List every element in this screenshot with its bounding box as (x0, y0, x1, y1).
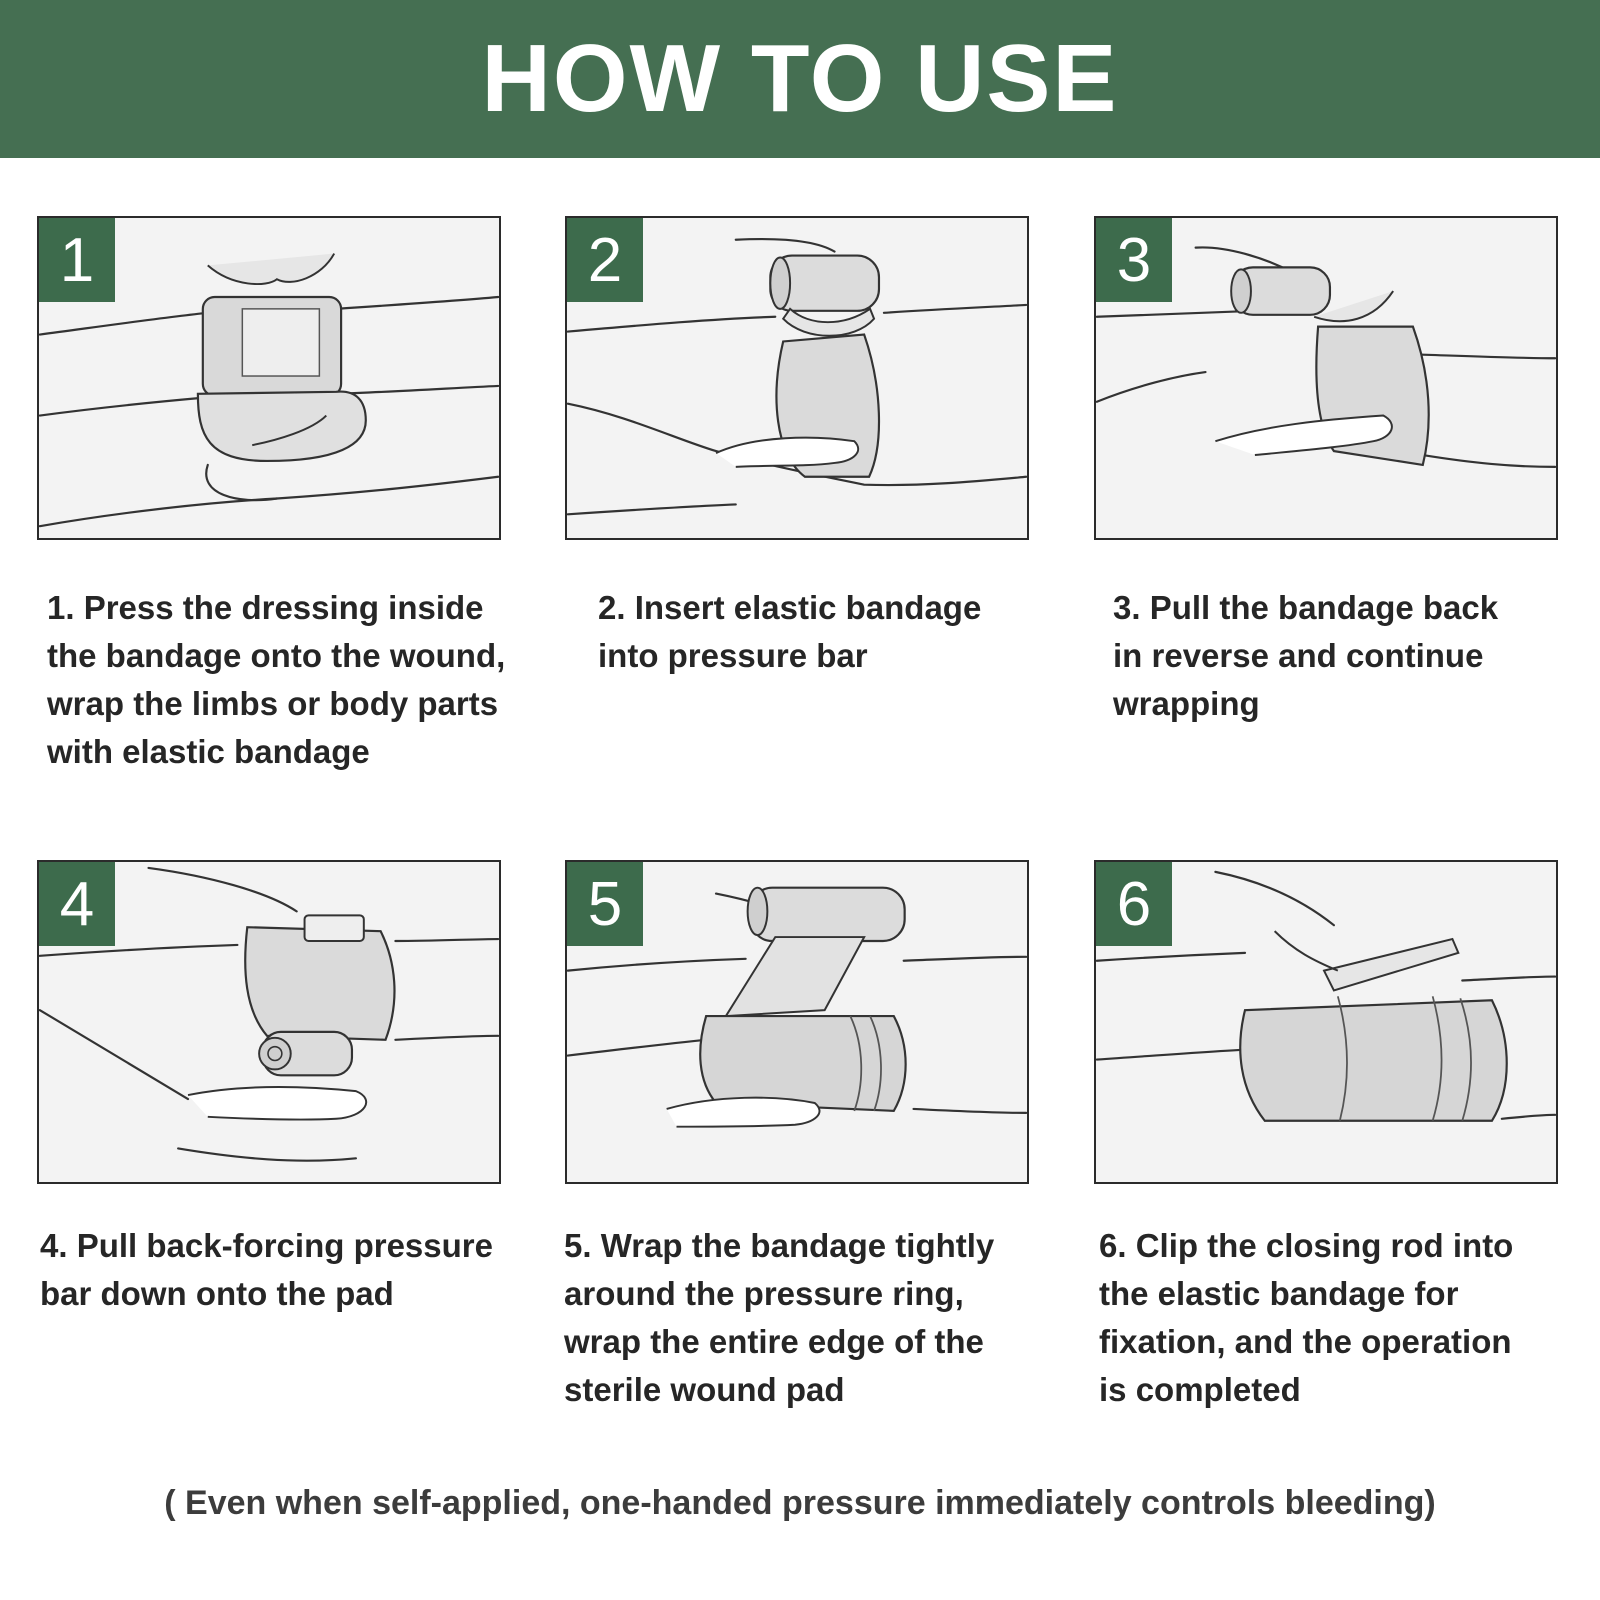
step-1-badge: 1 (39, 218, 115, 302)
insert-bandage-drawing (567, 237, 1027, 516)
pressure-bar-drawing (39, 866, 499, 1162)
step-3-caption: 3. Pull the bandage back in reverse and … (1113, 589, 1499, 722)
pull-bandage-drawing (1096, 246, 1556, 468)
step-3-illustration: 3 (1094, 216, 1558, 540)
step-2-illustration: 2 (565, 216, 1029, 540)
step-4-badge: 4 (39, 862, 115, 946)
header-banner: HOW TO USE (0, 0, 1600, 158)
step-6-badge: 6 (1096, 862, 1172, 946)
step-6-illustration: 6 (1094, 860, 1558, 1184)
wrap-tightly-drawing (567, 886, 1027, 1128)
step-5-caption: 5. Wrap the bandage tightly around the p… (564, 1227, 995, 1408)
step-1-illustration: 1 (37, 216, 501, 540)
arm-dressing-drawing (39, 253, 499, 528)
step-1-caption: 1. Press the dressing inside the bandage… (47, 589, 506, 770)
step-4-illustration: 4 (37, 860, 501, 1184)
clip-rod-drawing (1096, 870, 1556, 1122)
step-2-caption: 2. Insert elastic bandage into pressure … (598, 589, 982, 674)
page-title: HOW TO USE (481, 25, 1119, 132)
step-2-badge: 2 (567, 218, 643, 302)
step-5-badge: 5 (567, 862, 643, 946)
step-5-illustration: 5 (565, 860, 1029, 1184)
step-6-caption: 6. Clip the closing rod into the elastic… (1099, 1227, 1514, 1408)
step-4-caption: 4. Pull back-forcing pressure bar down o… (40, 1227, 493, 1312)
footer-note: ( Even when self-applied, one-handed pre… (164, 1484, 1436, 1522)
step-3-badge: 3 (1096, 218, 1172, 302)
